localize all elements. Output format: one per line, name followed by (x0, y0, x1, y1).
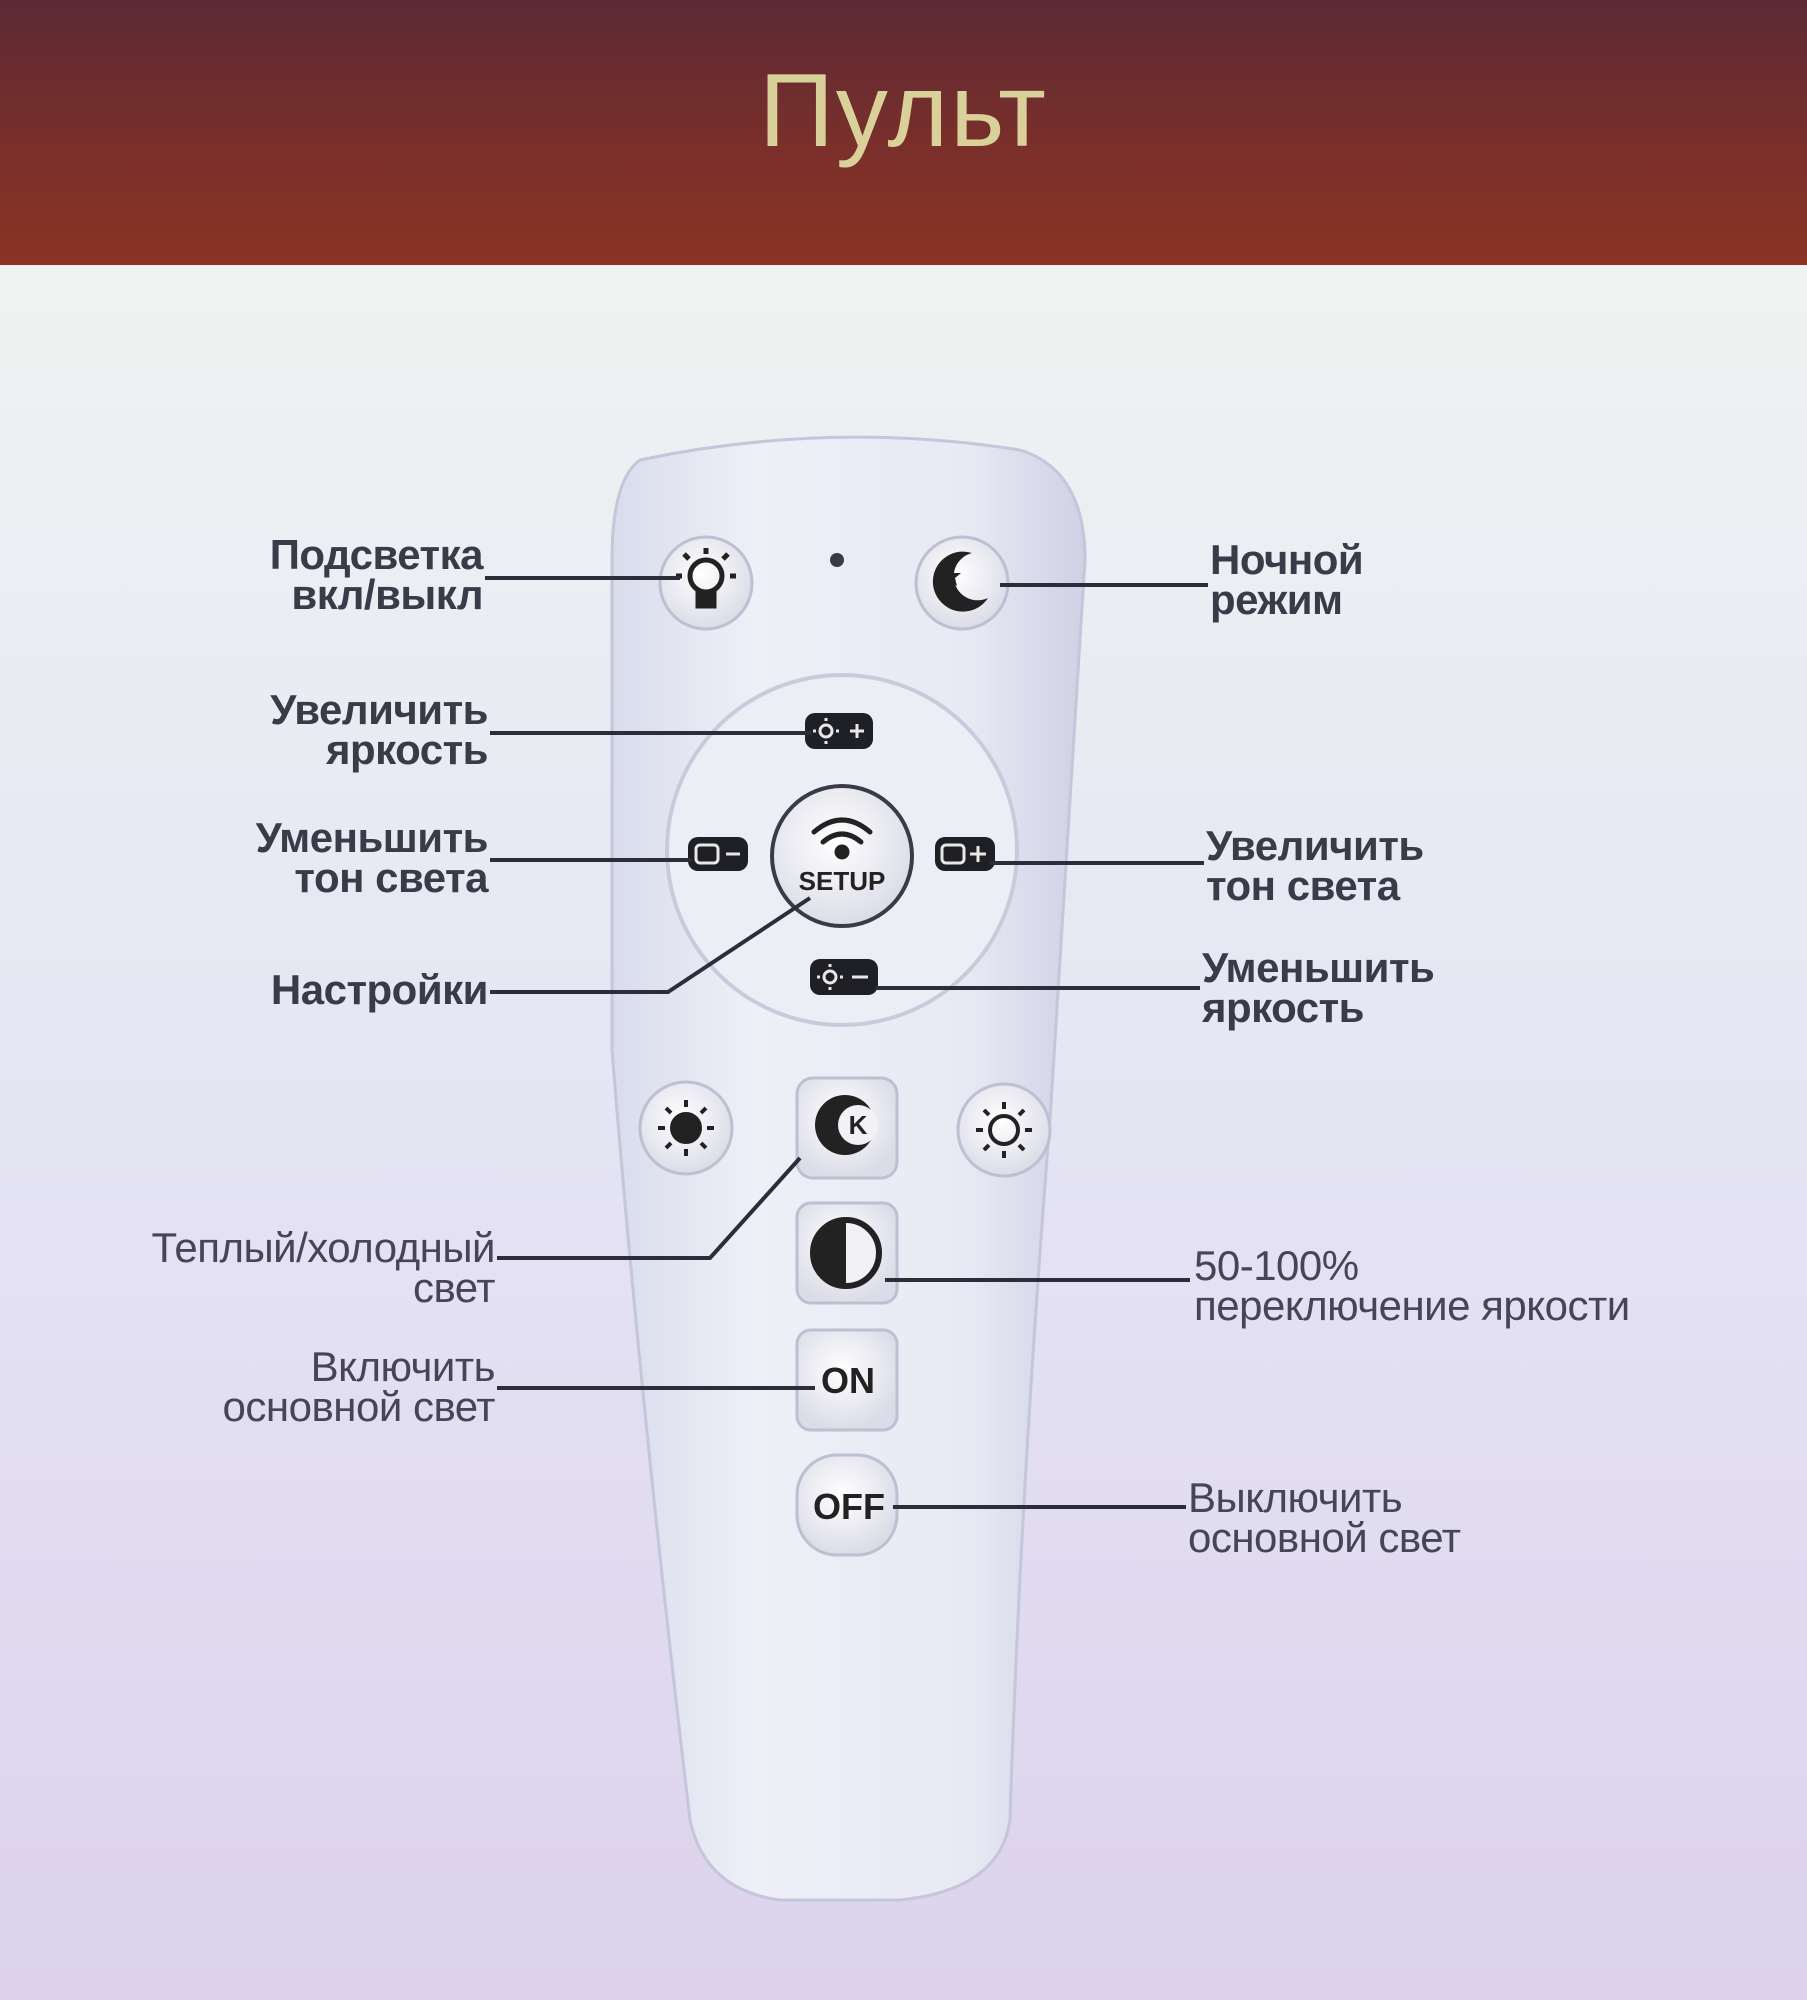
tone-down-button[interactable] (688, 837, 748, 871)
page-title: Пульт (759, 53, 1048, 169)
label-tone-up-line1: Увеличить (1206, 822, 1424, 869)
ir-indicator (830, 553, 844, 567)
label-brightness-switch: 50-100% переключение яркости (1194, 1242, 1664, 1329)
label-backlight: Подсветка вкл/выкл (200, 531, 484, 618)
sun-filled-icon (658, 1100, 714, 1156)
on-label: ON (821, 1360, 875, 1401)
off-label: OFF (813, 1486, 885, 1527)
label-main-on-line1: Включить (310, 1343, 496, 1390)
label-warm-cold: Теплый/холодный свет (100, 1224, 496, 1311)
leader-lines (485, 576, 1208, 1509)
label-brightness-up: Увеличить яркость (200, 686, 488, 773)
sun-filled-button[interactable] (638, 1080, 734, 1176)
tone-plus-icon (940, 843, 986, 865)
star-icon (939, 566, 961, 586)
label-brightness-up-line2: яркость (326, 726, 488, 773)
label-tone-down-line1: Уменьшить (255, 814, 489, 861)
label-night-mode: Ночной режим (1210, 536, 1470, 623)
label-brightness-switch-line2: переключение яркости (1194, 1282, 1630, 1329)
label-tone-down-line2: тон света (294, 854, 488, 901)
label-tone-down: Уменьшить тон света (200, 814, 489, 901)
svg-text:K: K (849, 1110, 868, 1140)
night-mode-button[interactable] (914, 535, 1010, 631)
label-main-on: Включить основной свет (160, 1343, 496, 1430)
tone-minus-icon (694, 843, 740, 865)
label-main-off: Выключить основной свет (1188, 1474, 1518, 1561)
sun-outline-icon (976, 1102, 1032, 1158)
moon-icon (932, 551, 988, 612)
label-tone-up: Увеличить тон света (1206, 822, 1526, 909)
backlight-button[interactable] (658, 535, 754, 631)
setup-button[interactable]: SETUP (770, 784, 914, 928)
label-main-off-line1: Выключить (1188, 1474, 1403, 1521)
label-warm-cold-line2: свет (412, 1264, 496, 1311)
off-button[interactable]: OFF (795, 1453, 899, 1557)
bulb-icon (676, 548, 736, 609)
label-brightness-down-line1: Уменьшить (1202, 944, 1435, 991)
sun-outline-button[interactable] (956, 1082, 1052, 1178)
setup-label: SETUP (799, 866, 886, 896)
label-warm-cold-line1: Теплый/холодный (151, 1224, 496, 1271)
label-night-line1: Ночной (1210, 536, 1364, 583)
label-main-off-line2: основной свет (1188, 1514, 1461, 1561)
label-brightness-up-line1: Увеличить (270, 686, 488, 733)
label-night-line2: режим (1210, 576, 1343, 623)
half-circle-icon (810, 1217, 882, 1289)
brightness-down-button[interactable] (810, 959, 878, 995)
header-bar: Пульт (0, 0, 1807, 265)
brightness-minus-icon (817, 964, 868, 990)
label-backlight-line2: вкл/выкл (291, 571, 483, 618)
label-tone-up-line2: тон света (1206, 862, 1400, 909)
brightness-plus-icon (813, 718, 864, 744)
label-backlight-line1: Подсветка (269, 531, 484, 578)
on-button[interactable]: ON (795, 1328, 899, 1432)
label-brightness-down-line2: яркость (1202, 984, 1364, 1031)
color-temp-button[interactable]: K (795, 1076, 899, 1180)
label-brightness-down: Уменьшить яркость (1202, 944, 1522, 1031)
wifi-icon (811, 817, 873, 860)
label-brightness-switch-line1: 50-100% (1194, 1242, 1359, 1289)
color-temp-k-icon: K (815, 1095, 878, 1155)
brightness-switch-button[interactable] (795, 1201, 899, 1305)
label-main-on-line2: основной свет (222, 1383, 496, 1430)
label-settings-line1: Настройки (270, 966, 489, 1013)
tone-up-button[interactable] (935, 837, 995, 871)
label-settings: Настройки (200, 966, 489, 1013)
brightness-up-button[interactable] (805, 713, 873, 749)
